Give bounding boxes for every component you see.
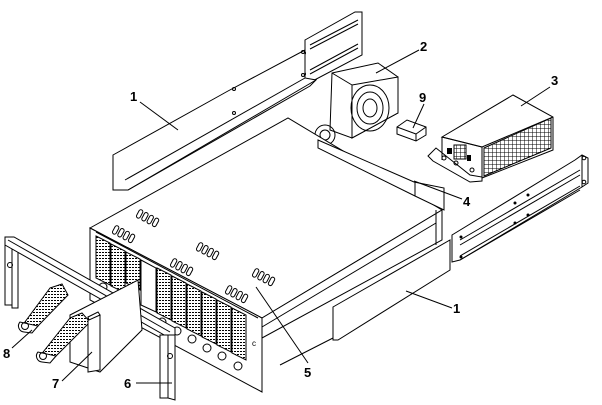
svg-text:7: 7: [52, 376, 59, 391]
rack-rail-upper: [112, 11, 363, 191]
drive-filler: [17, 283, 69, 334]
fan-assembly: [314, 62, 399, 146]
callouts: 1 2 3 9 4 1 5 6: [3, 39, 558, 391]
rack-rail-lower: [279, 154, 589, 366]
callout-7: 7: [52, 351, 93, 391]
callout-8: 8: [3, 329, 33, 361]
callout-4: 4: [413, 180, 471, 209]
callout-2: 2: [375, 39, 427, 74]
top-vent-slots: [111, 209, 276, 304]
callout-5: 5: [255, 286, 311, 380]
callout-1-lower: 1: [405, 290, 460, 316]
small-block: [396, 119, 427, 142]
callout-1-upper: 1: [130, 89, 179, 131]
callout-9: 9: [412, 90, 426, 129]
svg-text:9: 9: [419, 90, 426, 105]
callout-6: 6: [124, 376, 172, 391]
svg-text:2: 2: [420, 39, 427, 54]
svg-text:1: 1: [130, 89, 137, 104]
svg-text:c: c: [252, 339, 256, 348]
drive-carrier: [35, 279, 143, 373]
svg-text:3: 3: [551, 73, 558, 88]
svg-text:6: 6: [124, 376, 131, 391]
svg-text:8: 8: [3, 346, 10, 361]
power-supply: [427, 94, 554, 183]
svg-text:1: 1: [453, 301, 460, 316]
svg-text:4: 4: [463, 194, 471, 209]
callout-3: 3: [520, 73, 558, 107]
svg-text:5: 5: [304, 365, 311, 380]
